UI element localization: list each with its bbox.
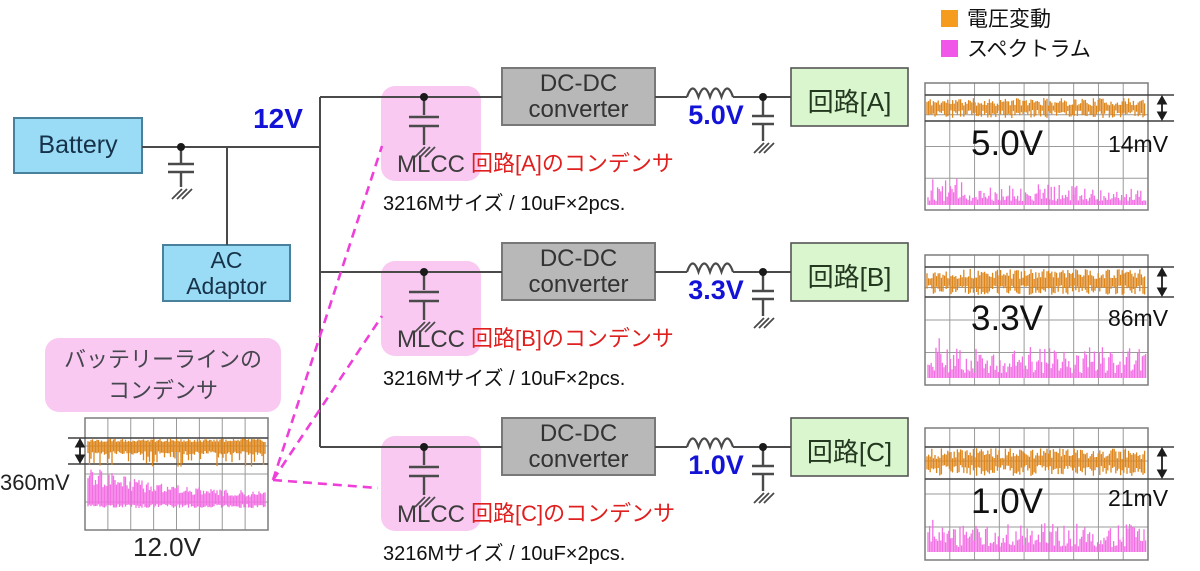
mlcc-label-c: MLCC (396, 501, 465, 528)
dcdc-box-c (501, 417, 656, 476)
cap-spec-a: 3216Mサイズ / 10uF×2pcs. (383, 193, 626, 215)
voltage-trace-swatch (941, 9, 958, 27)
circuit-box-c (790, 417, 909, 477)
scope-ripple-a: 14mV (1107, 131, 1169, 157)
measure-cursors (68, 94, 1174, 480)
scope-voltage-b: 3.3V (971, 299, 1043, 338)
scope-voltage-a: 5.0V (971, 124, 1043, 163)
battery-box (13, 117, 143, 174)
cap-note-a: 回路[A]のコンデンサ (471, 151, 674, 176)
scope-ripple-c: 21mV (1107, 485, 1169, 511)
ac-adaptor-box (162, 244, 291, 302)
circuit-box-b (790, 242, 909, 302)
output-voltage-c: 1.0V (688, 450, 744, 480)
dcdc-box-a (501, 67, 656, 126)
mlcc-box-b (381, 261, 481, 356)
ac-adaptor-label: AC Adaptor (186, 247, 267, 299)
dcdc-label-c: DC-DC converter (528, 420, 629, 473)
cap-note-c: 回路[C]のコンデンサ (471, 501, 676, 526)
output-voltage-b: 3.3V (688, 275, 744, 305)
circuit-label-a: 回路[A] (807, 87, 892, 117)
battery-scope-ripple: 360mV (0, 470, 70, 495)
cap-note-b: 回路[B]のコンデンサ (471, 326, 674, 351)
circuit-label-b: 回路[B] (807, 262, 892, 292)
capacitor-icon (168, 97, 774, 495)
cap-spec-c: 3216Mサイズ / 10uF×2pcs. (383, 543, 626, 565)
battery-scope-voltage: 12.0V (133, 532, 201, 562)
legend-item-voltage: 電圧変動 (941, 6, 1051, 31)
inductor-icon (685, 87, 735, 451)
bus-voltage-label: 12V (253, 103, 303, 134)
output-voltage-a: 5.0V (688, 100, 744, 130)
dcdc-label-a: DC-DC converter (528, 70, 629, 123)
battery-line-note: バッテリーラインの コンデンサ (63, 347, 262, 403)
scope-voltage-c: 1.0V (971, 482, 1043, 521)
mlcc-box-c (381, 436, 481, 531)
circuit-box-a (790, 67, 909, 127)
battery-label: Battery (38, 131, 118, 159)
spectrum-trace-swatch (941, 39, 958, 57)
dcdc-label-b: DC-DC converter (528, 245, 629, 298)
scope-traces (87, 98, 1147, 552)
battery-line-note-box (45, 338, 281, 412)
component-boxes (13, 67, 909, 531)
legend-label: 電圧変動 (967, 8, 1051, 31)
mlcc-box-a (381, 86, 481, 181)
legend-label: スペクトラム (967, 38, 1091, 61)
scope-ripple-b: 86mV (1107, 305, 1169, 331)
mlcc-label-a: MLCC (396, 151, 465, 178)
mlcc-label-b: MLCC (396, 326, 465, 353)
cap-spec-b: 3216Mサイズ / 10uF×2pcs. (383, 368, 626, 390)
dashed-link-lines (271, 145, 384, 490)
legend-item-spectrum: スペクトラム (941, 36, 1091, 61)
circuit-label-c: 回路[C] (806, 437, 893, 467)
ripple-arrow-icons (74, 94, 1168, 480)
junction-dots (177, 93, 767, 451)
scope-grids (84, 82, 1149, 561)
